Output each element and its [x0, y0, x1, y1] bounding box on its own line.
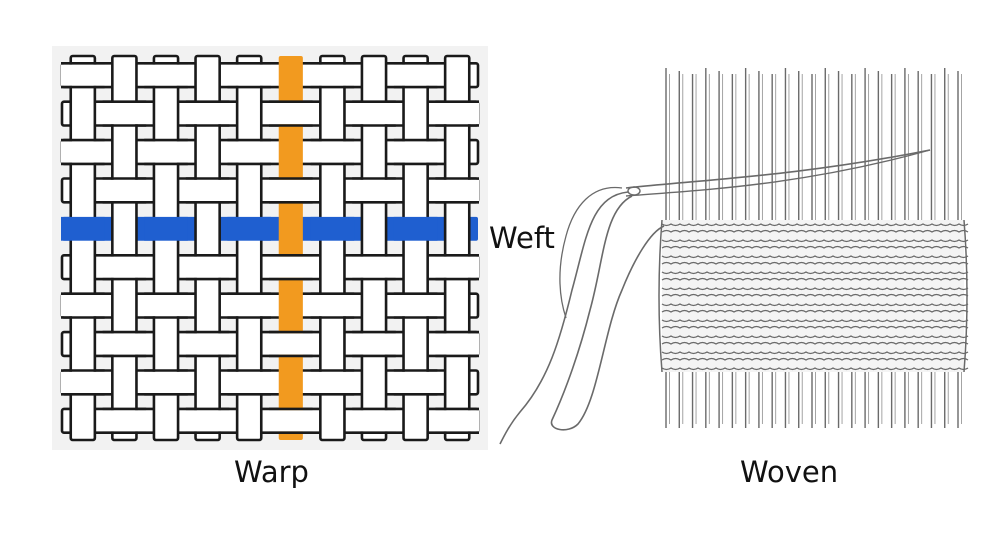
woven-row: [661, 287, 969, 291]
weft-over-crossing: [435, 179, 479, 202]
weft-over-crossing: [185, 256, 230, 278]
weft-over-crossing: [269, 410, 313, 432]
woven-row: [661, 223, 969, 227]
weft-over-crossing: [310, 216, 355, 241]
trailing-yarn: [550, 195, 665, 431]
weft-over-crossing: [102, 256, 147, 278]
weft-over-crossing: [435, 410, 479, 432]
weft-over-crossing: [310, 141, 355, 163]
woven-row: [661, 303, 969, 307]
weft-over-crossing: [310, 294, 355, 317]
trailing-yarn: [559, 186, 623, 319]
weft-over-crossing: [310, 371, 355, 394]
weft-over-crossing: [61, 294, 105, 317]
weft-over-crossing: [227, 141, 271, 163]
weft-over-crossing: [144, 216, 188, 241]
woven-row: [661, 325, 969, 329]
woven-row: [661, 277, 969, 281]
weft-over-crossing: [269, 179, 313, 202]
woven-edge: [658, 219, 663, 373]
weft-over-crossing: [185, 179, 230, 202]
weft-over-crossing: [269, 256, 313, 278]
weft-label: Weft: [489, 221, 555, 255]
woven-row: [661, 245, 969, 249]
woven-row: [661, 271, 969, 275]
weft-over-crossing: [352, 102, 396, 125]
plain-weave-diagram: [52, 46, 488, 450]
weft-over-crossing: [102, 179, 147, 202]
woven-edge: [963, 219, 968, 373]
woven-row: [661, 319, 969, 323]
woven-row: [661, 229, 969, 233]
weft-over-crossing: [435, 256, 479, 278]
weft-over-crossing: [352, 410, 396, 432]
weft-over-crossing: [352, 179, 396, 202]
woven-label: Woven: [740, 455, 839, 489]
woven-row: [661, 255, 969, 259]
needle-eye: [627, 186, 641, 196]
weft-over-crossing: [352, 256, 396, 278]
weft-over-crossing: [144, 64, 188, 86]
weft-over-crossing: [61, 216, 105, 241]
weft-over-crossing: [352, 333, 396, 355]
weft-over-crossing: [144, 371, 188, 394]
weft-over-crossing: [310, 64, 355, 86]
weft-over-crossing: [144, 141, 188, 163]
weft-over-crossing: [435, 102, 479, 125]
weft-over-crossing: [393, 64, 438, 86]
weft-over-crossing: [227, 216, 271, 241]
weft-over-crossing: [61, 141, 105, 163]
weft-over-crossing: [61, 371, 105, 394]
weft-over-crossing: [269, 333, 313, 355]
weft-over-crossing: [269, 102, 313, 125]
weft-over-crossing: [393, 216, 438, 241]
weft-over-crossing: [61, 64, 105, 86]
woven-row: [661, 341, 969, 345]
weft-over-crossing: [393, 294, 438, 317]
weaving-needle: [625, 149, 931, 197]
weft-over-crossing: [393, 141, 438, 163]
woven-row: [661, 351, 969, 355]
weaving-needle: [625, 149, 931, 189]
woven-row: [661, 335, 969, 339]
warp-label: Warp: [234, 455, 309, 489]
woven-row: [661, 239, 969, 243]
weft-over-crossing: [227, 371, 271, 394]
woven-row: [661, 367, 969, 371]
trailing-yarn: [499, 191, 629, 445]
woven-row: [661, 357, 969, 361]
hand-loom-sketch: [492, 46, 982, 450]
weft-over-crossing: [102, 333, 147, 355]
weft-over-crossing: [227, 294, 271, 317]
weft-over-crossing: [227, 64, 271, 86]
weft-over-crossing: [185, 102, 230, 125]
woven-row: [661, 309, 969, 313]
weft-over-crossing: [185, 410, 230, 432]
weft-over-crossing: [185, 333, 230, 355]
weft-over-crossing: [435, 333, 479, 355]
weft-over-crossing: [393, 371, 438, 394]
weft-over-crossing: [102, 102, 147, 125]
weft-over-crossing: [144, 294, 188, 317]
woven-row: [661, 261, 969, 265]
woven-row: [661, 293, 969, 297]
weft-over-crossing: [102, 410, 147, 432]
